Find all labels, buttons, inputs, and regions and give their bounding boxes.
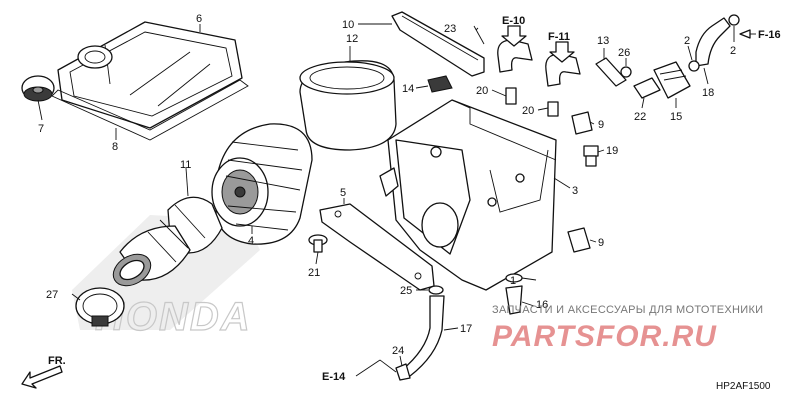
part-2-clamp-b[interactable] (728, 14, 740, 26)
inset-f11-hose (545, 41, 581, 87)
part-number-27: 27 (46, 289, 58, 301)
leader-lines (37, 23, 756, 377)
part-number-14: 14 (402, 83, 414, 95)
part-number-24: 24 (392, 345, 404, 357)
part-22-hose[interactable] (633, 77, 661, 99)
part-number-17: 17 (460, 323, 472, 335)
part-number-22: 22 (634, 111, 646, 123)
part-number-9-upper: 9 (598, 119, 604, 131)
arrow-f16-icon (739, 29, 751, 39)
part-number-labels: 1 2 2 3 4 5 6 7 8 9 9 10 11 12 13 14 15 … (38, 13, 736, 357)
part-number-11: 11 (180, 159, 191, 171)
part-24-clip[interactable] (395, 363, 411, 381)
part-27-clamp-band[interactable] (75, 287, 125, 327)
part-number-4: 4 (248, 235, 254, 247)
part-number-20-b: 20 (522, 105, 534, 117)
part-2-clamp-a[interactable] (688, 60, 700, 72)
part-number-16: 16 (536, 299, 548, 311)
part-11-intake-tube[interactable] (108, 196, 223, 292)
part-19-bolt[interactable] (583, 145, 599, 167)
shop-tagline: ЗАПЧАСТИ И АКСЕССУАРЫ ДЛЯ МОТОТЕХНИКИ (492, 304, 764, 316)
part-number-26: 26 (618, 47, 630, 59)
ref-f11[interactable]: F-11 (548, 31, 570, 43)
part-9-bracket-lower[interactable] (567, 227, 591, 253)
part-number-7: 7 (38, 123, 44, 135)
inset-e10-hose (497, 25, 533, 73)
part-4-filter-cage[interactable] (211, 123, 313, 245)
part-10-strap[interactable] (391, 11, 485, 77)
part-number-25: 25 (400, 285, 412, 297)
part-14-pad[interactable] (427, 75, 453, 93)
part-15-valve[interactable] (653, 61, 691, 99)
part-3-air-cleaner-case[interactable] (379, 99, 557, 291)
part-number-23: 23 (444, 23, 456, 35)
part-16-drain-plug[interactable] (505, 285, 523, 315)
part-26-clamp[interactable] (620, 66, 632, 78)
part-21-rivet[interactable] (308, 234, 328, 253)
part-8-gasket[interactable] (51, 79, 249, 141)
part-number-8: 8 (112, 141, 118, 153)
part-12-filter-element[interactable] (299, 60, 397, 151)
part-18-hose[interactable] (695, 17, 731, 67)
part-number-13: 13 (597, 35, 609, 47)
forward-marker-label: FR. (48, 355, 66, 367)
part-number-9-lower: 9 (598, 237, 604, 249)
diagram-code: HP2AF1500 (716, 381, 771, 392)
part-number-1: 1 (510, 275, 516, 287)
part-6-housing-cover[interactable] (57, 21, 243, 129)
part-number-21: 21 (308, 267, 320, 279)
part-number-6: 6 (196, 13, 202, 25)
part-number-5: 5 (340, 187, 346, 199)
part-number-18: 18 (702, 87, 714, 99)
part-number-20-a: 20 (476, 85, 488, 97)
ref-e10[interactable]: E-10 (502, 15, 525, 27)
part-number-12: 12 (346, 33, 358, 45)
part-number-2-b: 2 (730, 45, 736, 57)
forward-arrow-icon: FR. (21, 355, 66, 389)
part-20-fitting-b[interactable] (547, 101, 559, 117)
part-25-clamp[interactable] (428, 285, 444, 295)
section-reference-labels: E-10 F-11 F-16 E-14 (322, 15, 781, 383)
part-7-grommet[interactable] (21, 75, 55, 102)
ref-e14[interactable]: E-14 (322, 371, 346, 383)
part-9-bracket-upper[interactable] (571, 111, 593, 135)
part-17-drain-tube[interactable] (401, 295, 445, 377)
part-23-clip[interactable] (473, 25, 485, 45)
shop-brand-logo: PARTSFOR.RU (492, 320, 717, 353)
part-5-bracket-plate[interactable] (319, 203, 435, 291)
part-number-10: 10 (342, 19, 354, 31)
part-number-19: 19 (606, 145, 618, 157)
part-13-tube[interactable] (595, 57, 627, 87)
part-number-15: 15 (670, 111, 682, 123)
ref-f16[interactable]: F-16 (758, 29, 781, 41)
part-20-fitting-a[interactable] (505, 87, 517, 105)
part-number-3: 3 (572, 185, 578, 197)
part-number-2-a: 2 (684, 35, 690, 47)
